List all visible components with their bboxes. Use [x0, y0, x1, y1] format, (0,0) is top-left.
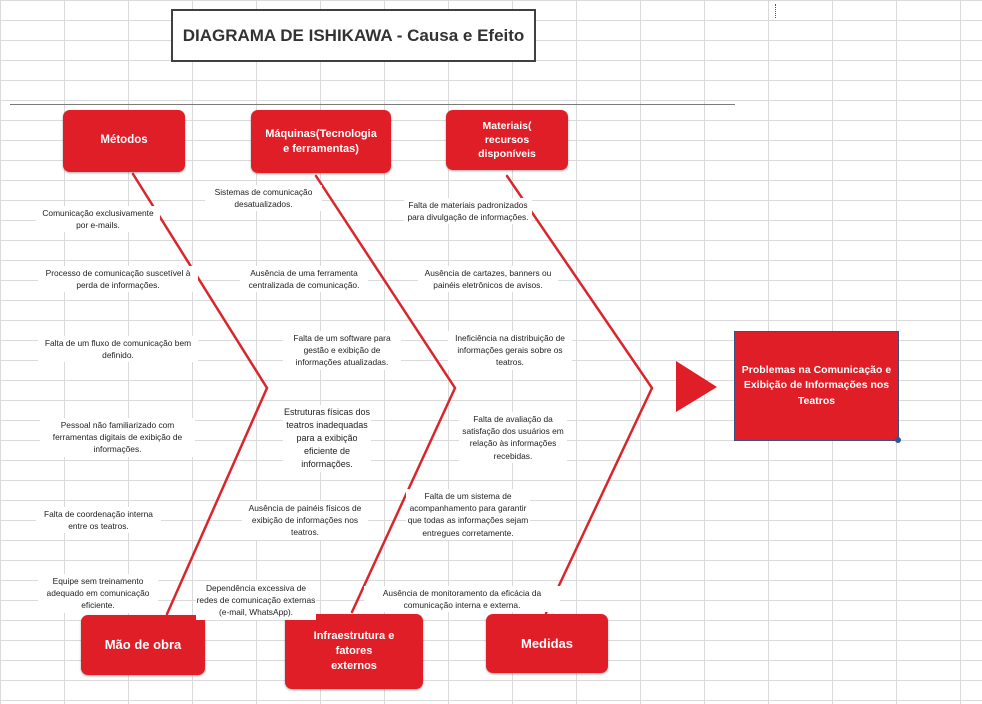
- selection-handle[interactable]: [895, 437, 901, 443]
- cause-text: Estruturas físicas dos teatros inadequad…: [283, 405, 371, 473]
- cause-text: Falta de coordenação interna entre os te…: [36, 507, 161, 534]
- category-medidas-label: Medidas: [520, 635, 573, 651]
- category-metodos-label: Métodos: [100, 134, 148, 147]
- cause-text: Ausência de cartazes, banners ou painéis…: [418, 266, 558, 293]
- category-medidas: Medidas: [486, 614, 608, 673]
- category-infraestrutura: Infraestrutura e fatores externos: [285, 614, 423, 689]
- cause-text: Sistemas de comunicação desatualizados.: [205, 185, 322, 212]
- effect-box: Problemas na Comunicação e Exibição de I…: [734, 331, 899, 441]
- cause-text: Processo de comunicação suscetível à per…: [38, 266, 198, 293]
- category-maquinas-label: Máquinas(Tecnologia e ferramentas): [265, 127, 377, 155]
- cause-text: Ineficiência na distribuição de informaç…: [448, 331, 572, 370]
- cause-text: Falta de um sistema de acompanhamento pa…: [406, 489, 530, 540]
- category-materiais: Materiais( recursos disponíveis: [446, 110, 568, 170]
- cause-text: Comunicação exclusivamente por e-mails.: [36, 206, 160, 233]
- cause-text: Falta de materiais padronizados para div…: [404, 198, 532, 225]
- bone-materiais-medidas: [505, 174, 654, 615]
- cause-text: Ausência de monitoramento da eficácia da…: [364, 586, 560, 613]
- bone-metodos-maodeobra: [131, 172, 269, 616]
- category-infraestrutura-label: Infraestrutura e fatores externos: [313, 630, 395, 672]
- cause-text: Ausência de painéis físicos de exibição …: [242, 501, 368, 540]
- cause-text: Pessoal não familiarizado com ferramenta…: [40, 418, 195, 457]
- cause-text: Ausência de uma ferramenta centralizada …: [240, 266, 368, 293]
- category-maquinas: Máquinas(Tecnologia e ferramentas): [251, 110, 391, 173]
- category-metodos: Métodos: [63, 110, 185, 172]
- effect-arrow: [676, 361, 717, 412]
- column-marker: [775, 4, 777, 18]
- divider-line: [10, 104, 735, 105]
- category-materiais-label: Materiais( recursos disponíveis: [478, 119, 536, 161]
- cause-text: Falta de um software para gestão e exibi…: [283, 331, 401, 370]
- cause-text: Falta de um fluxo de comunicação bem def…: [38, 336, 198, 363]
- diagram-title: DIAGRAMA DE ISHIKAWA - Causa e Efeito: [171, 9, 536, 62]
- bone-maquinas-infraestrutura: [314, 174, 457, 614]
- cause-text: Falta de avaliação da satisfação dos usu…: [459, 412, 567, 463]
- cause-text: Equipe sem treinamento adequado em comun…: [38, 574, 158, 613]
- cause-text: Dependência excessiva de redes de comuni…: [196, 581, 316, 620]
- category-mao-de-obra-label: Mão de obra: [104, 637, 182, 653]
- category-mao-de-obra: Mão de obra: [81, 615, 205, 675]
